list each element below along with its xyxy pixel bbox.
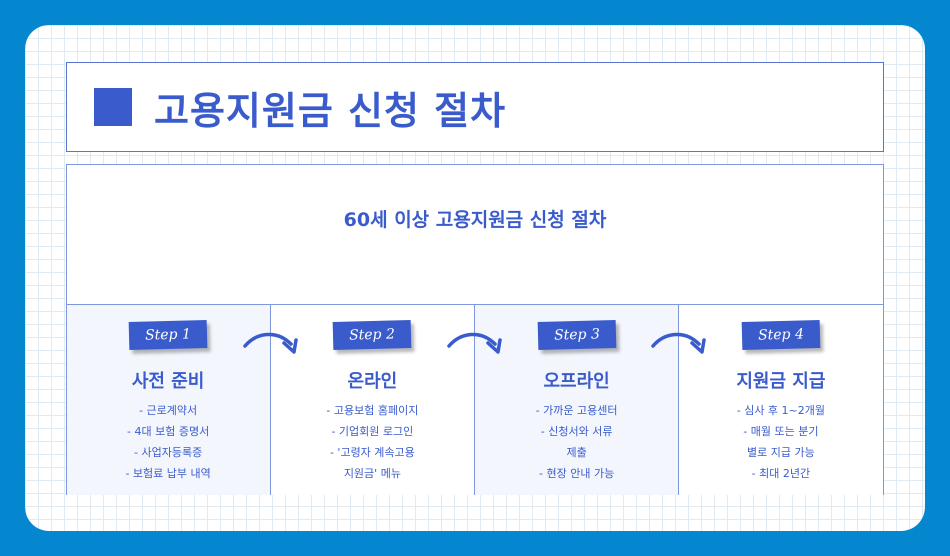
step-items: - 가까운 고용센터 - 신청서와 서류 제출 - 현장 안내 가능: [475, 400, 678, 484]
step-item: - 심사 후 1~2개월: [736, 404, 826, 417]
step-name: 온라인: [347, 371, 398, 392]
step-item: 지원금' 메뉴: [343, 467, 401, 480]
step-2: Step 2 온라인 - 고용보험 홈페이지 - 기업회원 로그인 - '고령자…: [270, 305, 475, 495]
step-tag: Step 4: [741, 319, 821, 351]
step-item: - 기업회원 로그인: [331, 425, 414, 438]
step-item: - 최대 2년간: [751, 467, 811, 480]
slide-card: 고용지원금 신청 절차 60세 이상 고용지원금 신청 절차 Step 1 사전…: [25, 25, 925, 531]
step-3: Step 3 오프라인 - 가까운 고용센터 - 신청서와 서류 제출 - 현장…: [475, 305, 680, 495]
step-item: - 가까운 고용센터: [535, 404, 618, 417]
step-item: - 사업자등록증: [134, 446, 203, 459]
step-item: - 4대 보험 증명서: [127, 425, 210, 438]
step-items: - 고용보험 홈페이지 - 기업회원 로그인 - '고령자 계속고용 지원금' …: [271, 400, 474, 484]
step-item: - 신청서와 서류: [540, 425, 613, 438]
page-title: 고용지원금 신청 절차: [154, 88, 507, 133]
curved-arrow-right-icon: [242, 332, 298, 354]
step-item: - '고령자 계속고용: [329, 446, 415, 459]
title-box: 고용지원금 신청 절차: [66, 62, 884, 152]
step-item: - 매월 또는 분기: [743, 425, 819, 438]
step-items: - 근로계약서 - 4대 보험 증명서 - 사업자등록증 - 보험료 납부 내역: [67, 400, 270, 484]
curved-arrow-right-icon: [650, 332, 706, 354]
step-item: - 현장 안내 가능: [539, 467, 615, 480]
step-tag: Step 1: [128, 319, 208, 351]
title-square-icon: [94, 88, 132, 126]
curved-arrow-right-icon: [446, 332, 502, 354]
steps-row: Step 1 사전 준비 - 근로계약서 - 4대 보험 증명서 - 사업자등록…: [65, 304, 884, 495]
step-items: - 심사 후 1~2개월 - 매월 또는 분기 별로 지급 가능 - 최대 2년…: [679, 400, 882, 484]
step-name: 사전 준비: [131, 371, 205, 392]
step-item: - 보험료 납부 내역: [125, 467, 211, 480]
step-item: - 고용보험 홈페이지: [326, 404, 419, 417]
step-item: 제출: [566, 446, 587, 459]
step-4: Step 4 지원금 지급 - 심사 후 1~2개월 - 매월 또는 분기 별로…: [679, 305, 884, 495]
step-1: Step 1 사전 준비 - 근로계약서 - 4대 보험 증명서 - 사업자등록…: [65, 305, 271, 495]
step-item: 별로 지급 가능: [747, 446, 815, 459]
step-name: 오프라인: [543, 371, 610, 392]
step-tag: Step 2: [333, 319, 412, 351]
step-tag: Step 3: [537, 319, 616, 351]
step-item: - 근로계약서: [139, 404, 198, 417]
process-diagram: 60세 이상 고용지원금 신청 절차 Step 1 사전 준비 - 근로계약서 …: [65, 164, 884, 495]
diagram-subtitle: 60세 이상 고용지원금 신청 절차: [343, 209, 607, 231]
step-name: 지원금 지급: [736, 371, 826, 392]
